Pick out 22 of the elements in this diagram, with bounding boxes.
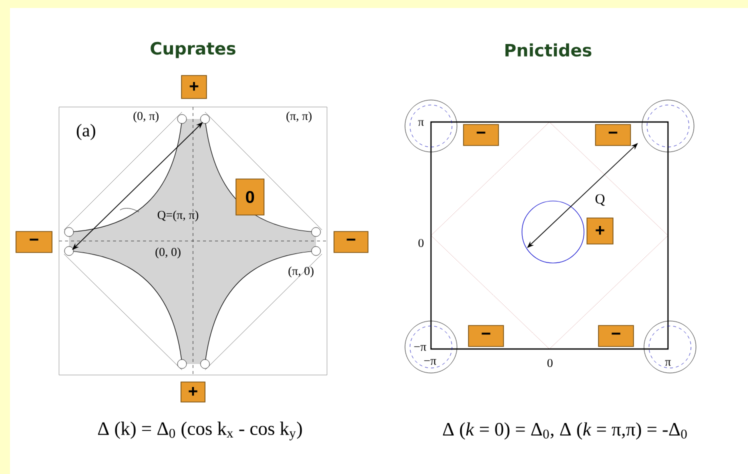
sign-box: + [180, 382, 206, 402]
sign-box: − [595, 124, 631, 146]
sign-box: − [468, 325, 504, 347]
gap-formula: Δ (k = 0) = Δ$_{0}$, Δ (k = π,π) = -Δ$_{0}$ [442, 422, 687, 440]
sign-box: − [463, 124, 499, 146]
sign-box: + [586, 218, 614, 244]
panel-letter: (a) [76, 124, 96, 140]
sign-box: − [16, 231, 52, 253]
axis-tick-label: −π [414, 345, 426, 351]
axis-tick-label: −π [424, 359, 436, 365]
sign-box: + [181, 75, 207, 99]
point-label: (0, π) [134, 112, 158, 122]
axis-tick-label: 0 [547, 358, 553, 368]
sign-box: 0 [236, 178, 264, 216]
axis-tick-label: 0 [418, 238, 424, 248]
point-label: (π, π) [286, 112, 312, 122]
sign-box: − [598, 325, 634, 347]
axis-tick-label: π [418, 120, 424, 126]
point-label: (0, 0) [156, 248, 180, 258]
axis-tick-label: π [665, 360, 671, 366]
sign-box: − [334, 231, 368, 253]
panel-title: Pnictides [505, 43, 592, 57]
